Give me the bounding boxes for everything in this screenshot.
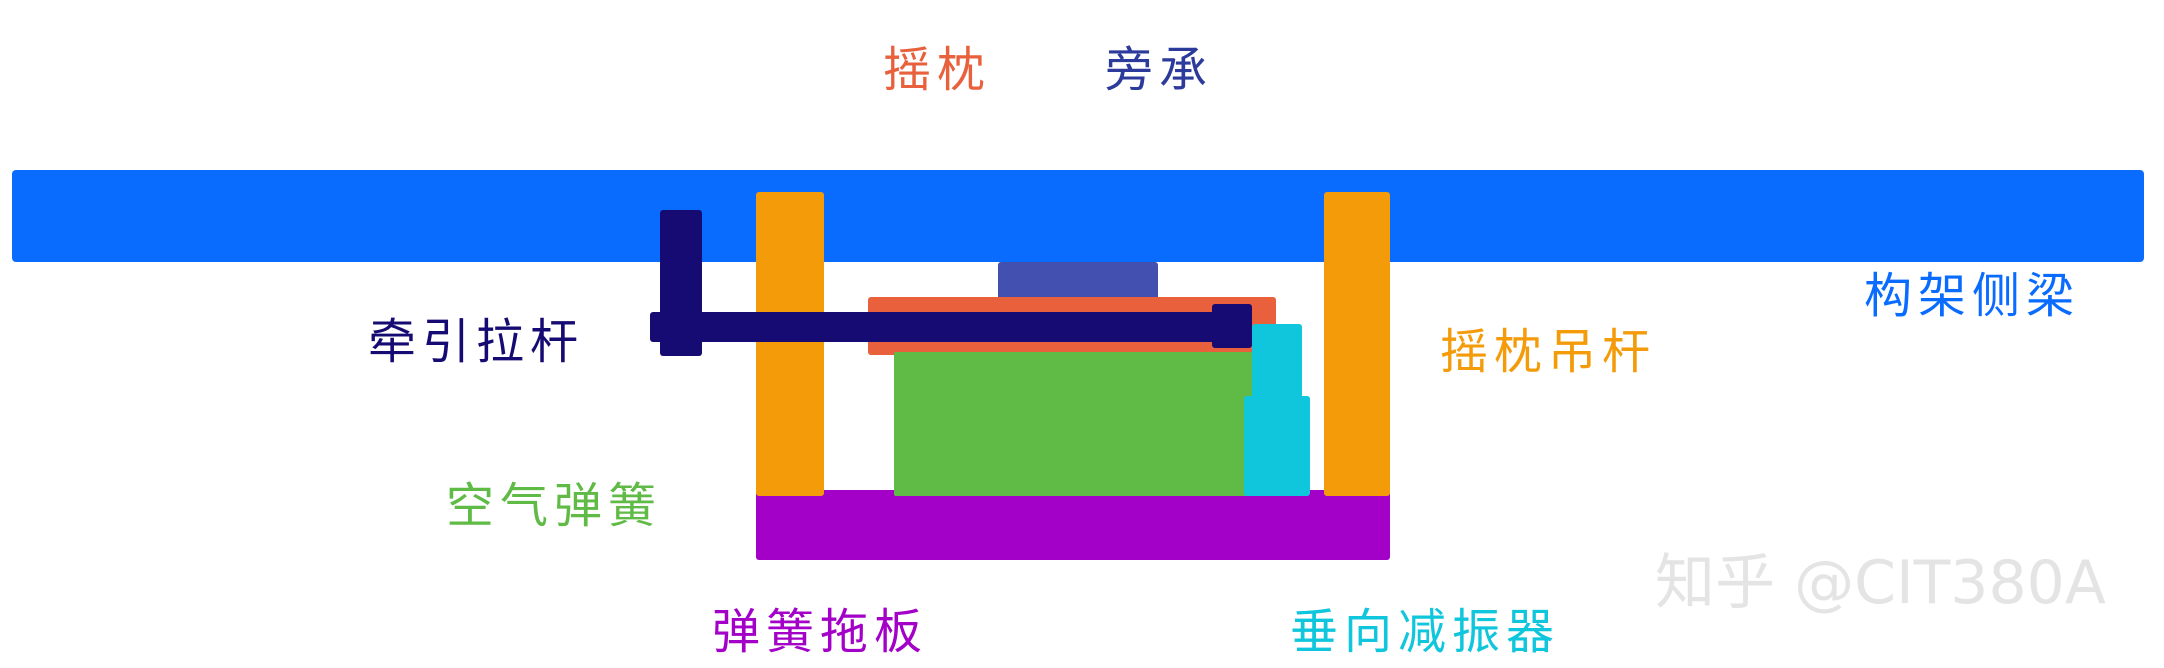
vertical-damper-label: 垂向减振器 (1290, 604, 1561, 660)
vertical-damper-lower (1244, 396, 1310, 496)
bolster-hanger-left (756, 192, 824, 496)
air-spring (894, 352, 1256, 496)
frame-side-beam (12, 170, 2144, 262)
bolster-hanger-label: 摇枕吊杆 (1440, 324, 1657, 380)
spring-plank-label: 弹簧拖板 (712, 604, 929, 660)
watermark: 知乎 @CIT380A (1655, 548, 2106, 618)
vertical-damper-upper (1252, 324, 1302, 404)
bolster-hanger-right (1324, 192, 1390, 496)
spring-plank (756, 490, 1390, 560)
traction-rod-bar (650, 312, 1250, 342)
traction-rod-label: 牵引拉杆 (368, 314, 585, 370)
side-bearing (998, 262, 1158, 304)
traction-rod-end (1212, 304, 1252, 348)
swing-bolster-label: 摇枕 (883, 42, 992, 98)
air-spring-label: 空气弹簧 (446, 478, 663, 534)
frame-side-beam-label: 构架侧梁 (1864, 268, 2081, 324)
side-bearing-label: 旁承 (1105, 42, 1214, 98)
